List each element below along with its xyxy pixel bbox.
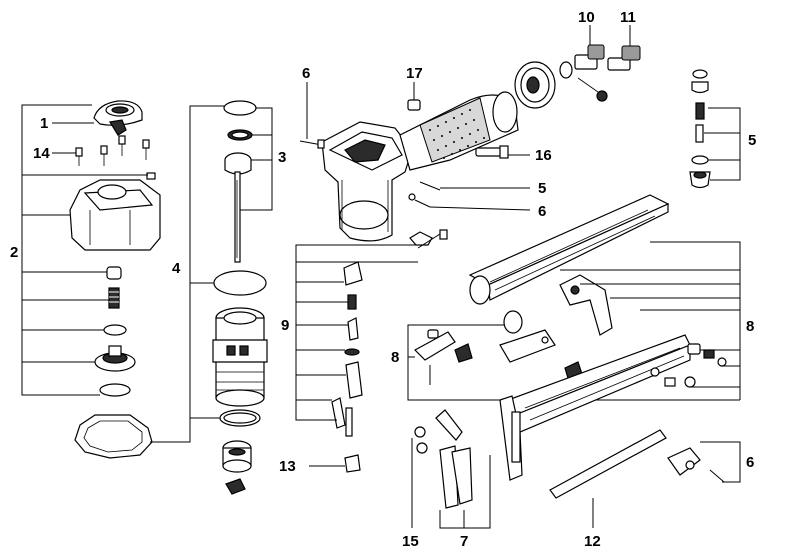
callout-6-right: 6 xyxy=(746,454,754,471)
exhaust-deflector xyxy=(93,100,143,136)
callout-5-top: 5 xyxy=(748,132,756,149)
callout-5-mid: 5 xyxy=(538,180,546,197)
trigger-valve-stack xyxy=(689,69,741,189)
callout-9: 9 xyxy=(281,317,289,334)
valve-piston xyxy=(94,345,136,372)
cap-assembly xyxy=(21,100,161,459)
callout-16: 16 xyxy=(535,147,552,164)
o-ring-large xyxy=(99,383,131,397)
grip-texture xyxy=(429,109,485,159)
cylinder-sleeve xyxy=(212,307,268,407)
trigger-assembly xyxy=(295,229,740,473)
callout-14: 14 xyxy=(33,145,50,162)
callout-12: 12 xyxy=(584,533,601,550)
callout-7: 7 xyxy=(460,533,468,550)
cap-screws xyxy=(75,135,150,166)
callout-2: 2 xyxy=(10,244,18,261)
bumper xyxy=(222,440,252,473)
callout-4: 4 xyxy=(172,260,181,277)
air-fittings xyxy=(559,44,641,102)
valve-cap xyxy=(106,266,122,280)
callout-8-left: 8 xyxy=(391,349,399,366)
callout-15: 15 xyxy=(402,533,419,550)
callout-17: 17 xyxy=(406,65,423,82)
magazine-assembly xyxy=(411,194,741,529)
callout-10: 10 xyxy=(578,9,595,26)
valve-spring xyxy=(108,287,120,309)
callout-3: 3 xyxy=(278,149,286,166)
nail-strip xyxy=(549,429,667,499)
piston-assembly xyxy=(150,100,273,495)
callout-8-right: 8 xyxy=(746,318,754,335)
cylinder-cap xyxy=(69,172,161,251)
callout-13: 13 xyxy=(279,458,296,475)
callout-11: 11 xyxy=(620,9,636,26)
callout-6-mid: 6 xyxy=(538,203,546,220)
o-ring-small xyxy=(103,324,127,336)
housing-handle xyxy=(299,25,641,242)
callout-6-top: 6 xyxy=(302,65,310,82)
callout-1: 1 xyxy=(40,115,48,132)
